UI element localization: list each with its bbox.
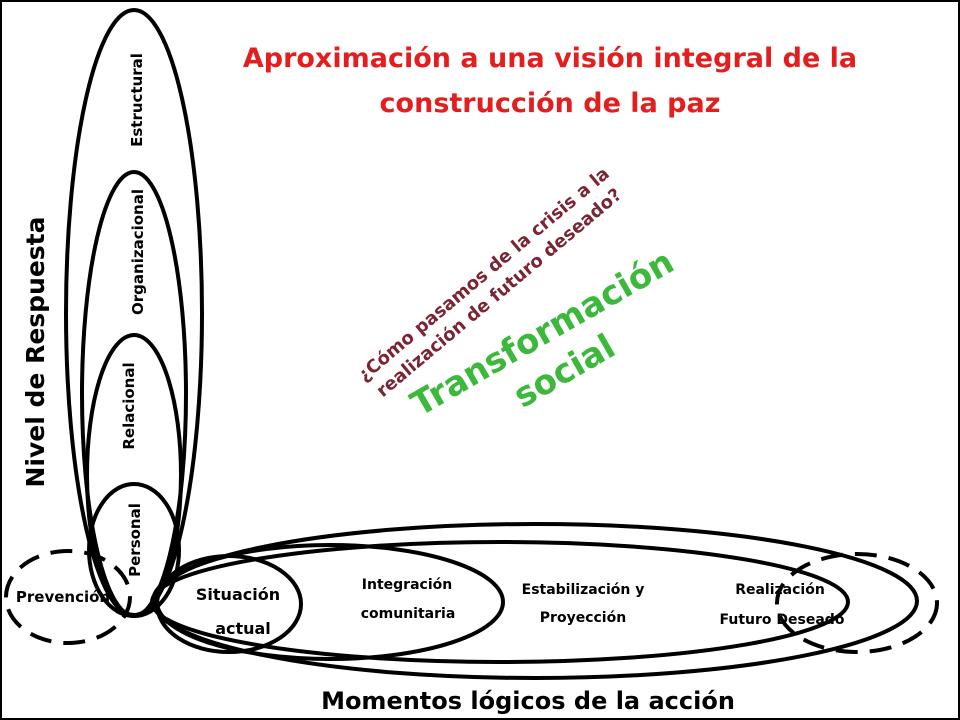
level-organizacional: Organizacional	[129, 189, 147, 315]
moment-estabilizacion-line-1: Estabilización y	[522, 582, 645, 598]
ellipse-personal	[87, 482, 181, 618]
level-estructural: Estructural	[128, 53, 146, 147]
x-axis-label: Momentos lógicos de la acción	[321, 687, 735, 715]
level-personal: Personal	[126, 503, 144, 577]
moment-integracion-line-1: Integración	[362, 577, 452, 593]
moment-situacion-line-1: Situación	[196, 585, 280, 604]
moment-integracion-line-2: comunitaria	[361, 606, 456, 622]
moment-realizacion-line-2: Futuro Deseado	[720, 612, 845, 628]
moment-prevencion: Prevención	[16, 588, 110, 606]
dashed-ellipse-futuro	[775, 552, 939, 654]
moment-estabilizacion-line-2: Proyección	[540, 610, 626, 626]
y-axis-label: Nivel de Respuesta	[21, 216, 50, 487]
title-line-2: construcción de la paz	[380, 88, 721, 119]
dashed-ellipse-prevencion	[4, 549, 132, 645]
ellipse-estabilizacion	[150, 540, 850, 664]
moment-realizacion-line-1: Realización	[735, 582, 825, 598]
moment-situacion-line-2: actual	[215, 619, 271, 638]
transformation-group: Transformación social	[404, 242, 681, 425]
title-line-1: Aproximación a una visión integral de la	[243, 43, 857, 74]
ellipse-situacion	[155, 554, 303, 654]
level-relacional: Relacional	[120, 362, 138, 449]
